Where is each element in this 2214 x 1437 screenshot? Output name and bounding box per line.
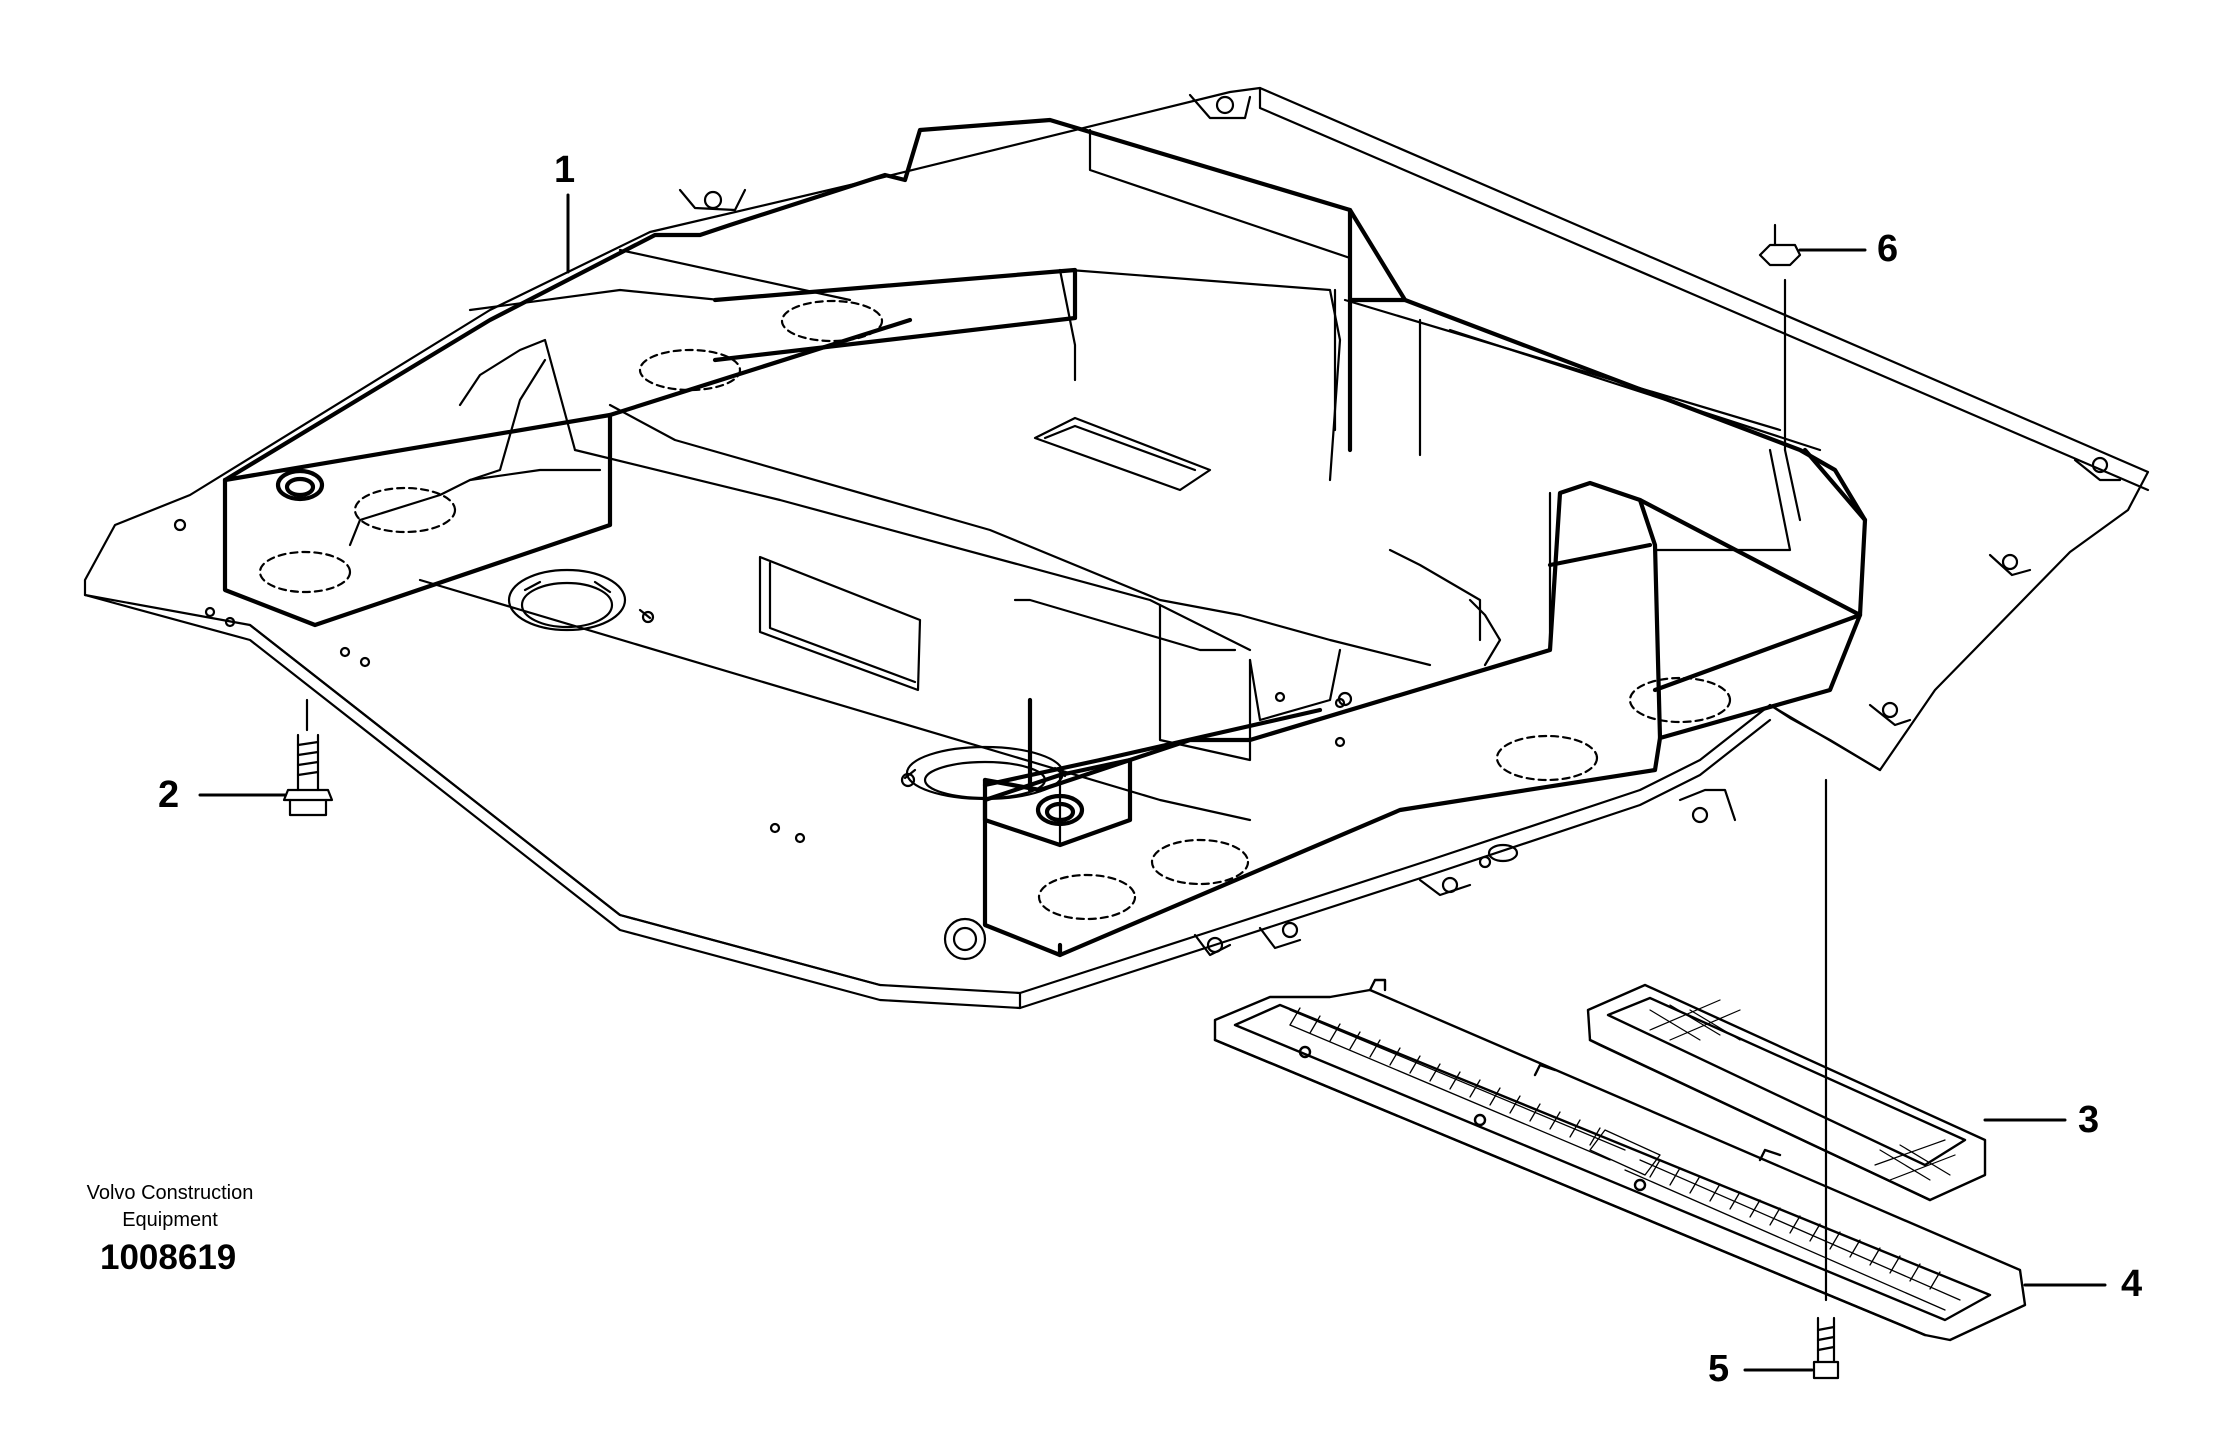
publisher-credit: Volvo Construction Equipment bbox=[60, 1180, 280, 1234]
roof-panel bbox=[83, 86, 2150, 1010]
callout-6: 6 bbox=[1877, 228, 1899, 270]
air-duct bbox=[222, 117, 1868, 958]
drawing-number: 1008619 bbox=[100, 1238, 237, 1277]
hidden-openings bbox=[258, 299, 1732, 921]
callout-4: 4 bbox=[2121, 1263, 2143, 1305]
clip-nut bbox=[1758, 223, 1802, 452]
screw bbox=[1812, 778, 1840, 1380]
flange-screw bbox=[282, 698, 334, 817]
callout-2: 2 bbox=[158, 774, 180, 816]
publisher-division: Equipment bbox=[122, 1209, 218, 1231]
callout-5: 5 bbox=[1708, 1348, 1730, 1390]
filter bbox=[1586, 983, 1987, 1202]
callout-1: 1 bbox=[554, 149, 576, 191]
callout-3: 3 bbox=[2078, 1099, 2100, 1141]
grille bbox=[1213, 978, 2027, 1342]
publisher-name: Volvo Construction bbox=[86, 1182, 254, 1204]
leader-lines bbox=[198, 193, 2107, 1372]
upper-cover bbox=[348, 268, 1502, 822]
